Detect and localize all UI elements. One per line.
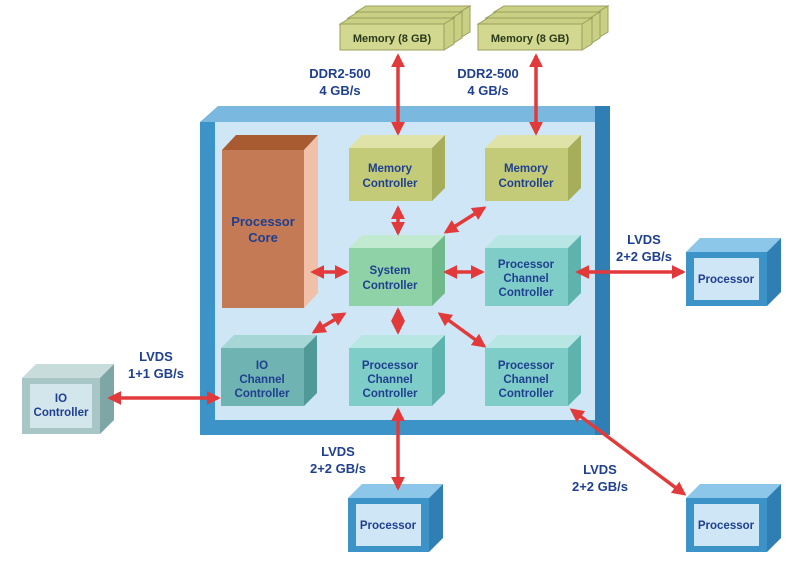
proc-channel-bottom-right-label-2: Channel [503,374,548,386]
arrow-system-io-channel [311,312,347,334]
arrow-memctrl-right-system [443,206,487,234]
proc-channel-right-label-1: Processor [498,259,555,271]
link-lvds-right-label-1: LVDS [627,232,661,247]
memory-right: Memory (8 GB) [476,5,610,51]
processor-bottom: Processor [348,484,443,552]
memory-controller-left: Memory Controller [349,135,445,201]
io-channel-label-3: Controller [235,388,290,400]
arrow-system-channel-bottom-right [437,312,487,348]
link-lvds-bottom-label-1: LVDS [321,444,355,459]
system-controller-label-2: Controller [363,280,418,292]
processor-core: Processor Core [222,135,318,308]
link-lvds-io-label-1: LVDS [139,349,173,364]
processor-channel-controller-bottom: Processor Channel Controller [349,335,445,406]
io-controller: IO Controller [22,364,114,434]
link-lvds-bottom-right-label-2: 2+2 GB/s [572,479,628,494]
memory-left-label: Memory (8 GB) [353,33,432,45]
system-controller: System Controller [349,235,445,306]
processor-core-label-1: Processor [231,214,295,229]
processor-core-label-2: Core [248,230,278,245]
processor-right-label: Processor [698,274,755,286]
link-lvds-right-label-2: 2+2 GB/s [616,249,672,264]
processor-bottom-label: Processor [360,520,417,532]
system-controller-label-1: System [370,265,411,277]
io-controller-label-2: Controller [34,407,89,419]
memory-left: Memory (8 GB) [338,5,472,51]
processor-channel-controller-bottom-right: Processor Channel Controller [485,335,581,406]
memory-controller-right-label-2: Controller [499,178,554,190]
proc-channel-right-label-2: Channel [503,273,548,285]
processor-bottom-right-label: Processor [698,520,755,532]
memory-controller-right-label-1: Memory [504,163,549,175]
proc-channel-bottom-label-1: Processor [362,360,419,372]
proc-channel-bottom-label-3: Controller [363,388,418,400]
proc-channel-bottom-label-2: Channel [367,374,412,386]
arrow-channel-bottom-right-processor [569,408,687,496]
link-lvds-bottom-label-2: 2+2 GB/s [310,461,366,476]
memory-controller-left-label-2: Controller [363,178,418,190]
proc-channel-right-label-3: Controller [499,287,554,299]
io-controller-label-1: IO [55,393,67,405]
link-lvds-io-label-2: 1+1 GB/s [128,366,184,381]
proc-channel-bottom-right-label-3: Controller [499,388,554,400]
memory-controller-left-label-1: Memory [368,163,413,175]
arrows [107,53,687,496]
io-channel-label-2: Channel [239,374,284,386]
link-mem-right-label-1: DDR2-500 [457,66,518,81]
memory-right-label: Memory (8 GB) [491,33,570,45]
link-mem-left-label-1: DDR2-500 [309,66,370,81]
memory-controller-right: Memory Controller [485,135,581,201]
link-lvds-bottom-right-label-1: LVDS [583,462,617,477]
processor-bottom-right: Processor [686,484,781,552]
io-channel-controller: IO Channel Controller [221,335,317,406]
processor-right: Processor [686,238,781,306]
link-mem-left-label-2: 4 GB/s [319,83,360,98]
proc-channel-bottom-right-label-1: Processor [498,360,555,372]
io-channel-label-1: IO [256,360,268,372]
link-mem-right-label-2: 4 GB/s [467,83,508,98]
processor-channel-controller-right: Processor Channel Controller [485,235,581,306]
